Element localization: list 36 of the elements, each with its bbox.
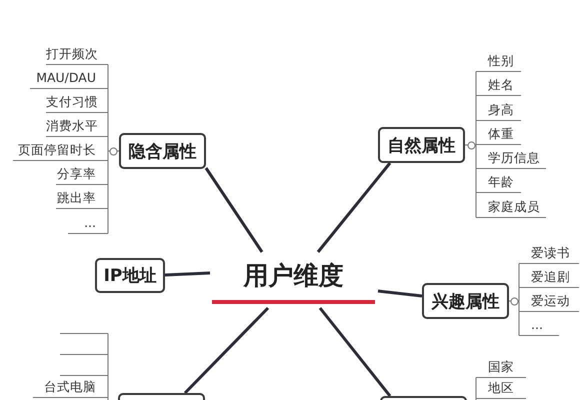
branch-line (316, 162, 392, 253)
leaf-item: 年龄 (476, 171, 521, 193)
leaf-item: 爱运动 (519, 290, 579, 312)
topic-box: 隐含属性 (119, 133, 206, 169)
leaf-item: ... (68, 212, 108, 234)
topic-box: IP地址 (95, 258, 165, 293)
leaf-item: 家庭成员 (476, 196, 546, 218)
leaf-item: MAU/DAU (30, 67, 108, 89)
branch-line (184, 306, 270, 394)
topic-box: 自然属性 (378, 127, 465, 163)
leaf-item: 性别 (476, 50, 521, 72)
branch-line (318, 307, 392, 397)
leaf-item: 支付习惯 (46, 91, 108, 113)
leaf-item: 页面停留时长 (13, 139, 108, 161)
branch-line (204, 167, 264, 253)
leaf-item: 消费水平 (46, 115, 108, 137)
leaf-item: 学历信息 (476, 147, 546, 169)
leaf-item: 身高 (476, 99, 521, 121)
leaf-item: 台式电脑 (33, 376, 108, 398)
leaf-item: 爱读书 (519, 242, 579, 264)
leaf-item: 打开频次 (46, 43, 108, 65)
topic-box: 兴趣属性 (422, 283, 509, 319)
bracket-line (508, 263, 520, 336)
leaf-item: 体重 (476, 123, 521, 145)
topic-title: 用户维度 (212, 250, 375, 304)
leaf-item: ... (519, 314, 559, 336)
leaf-item: 地区 (476, 377, 526, 399)
leaf-item: 分享率 (56, 163, 108, 185)
branch-line (164, 272, 210, 276)
branch-line (378, 290, 422, 298)
bracket-line (108, 64, 120, 234)
bracket-line (464, 71, 476, 218)
leaf-item: 跳出率 (56, 187, 108, 209)
leaf-item: 国家 (476, 356, 526, 378)
leaf-item: 爱追剧 (519, 266, 579, 288)
leaf-item: 姓名 (476, 74, 521, 96)
